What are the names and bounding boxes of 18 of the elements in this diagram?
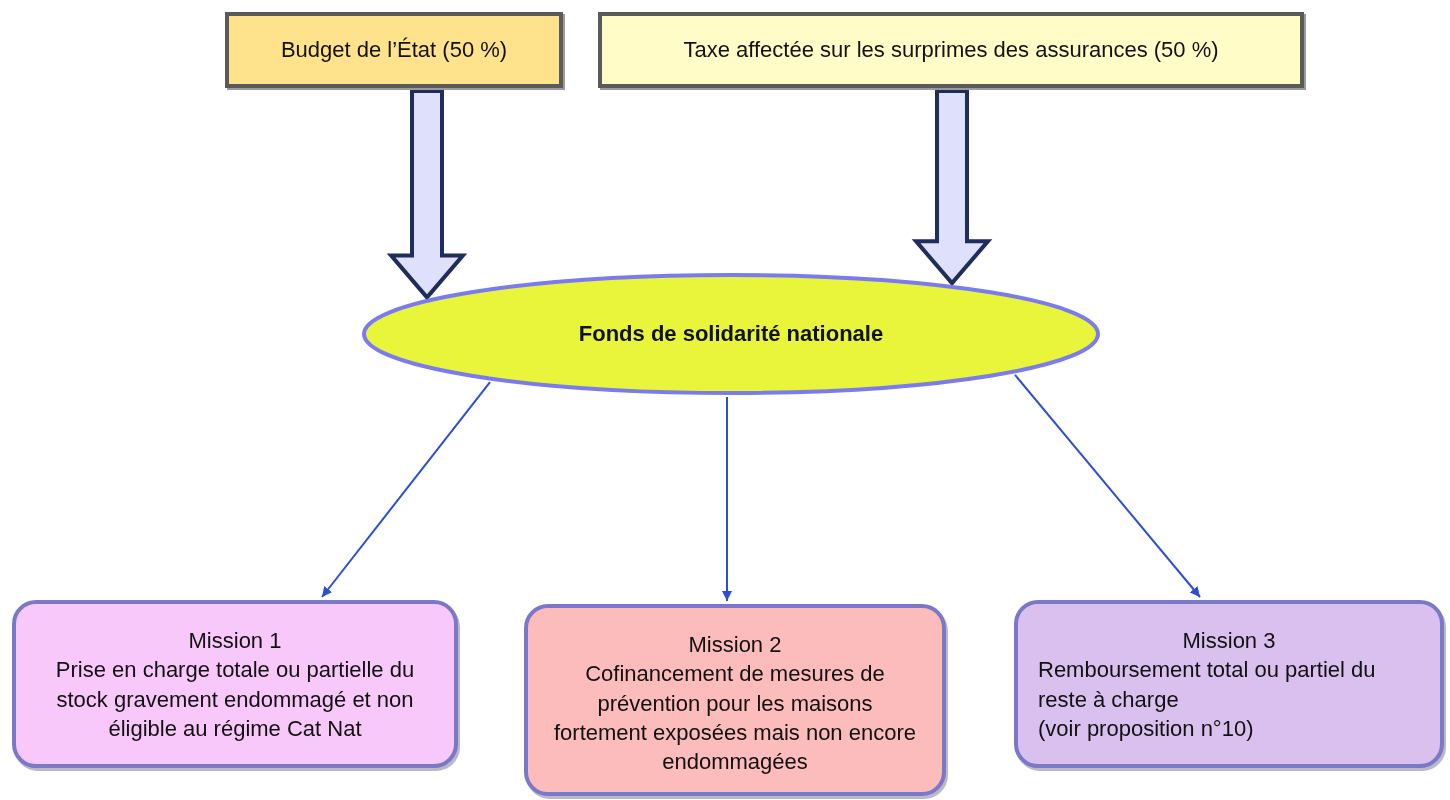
mission-description: Prise en charge totale ou partielle du stock gravement endommagé et non éligible au régime Cat Nat <box>54 656 416 743</box>
funding-source-box: Budget de l’État (50 %) <box>225 12 563 88</box>
arrow <box>1014 373 1201 598</box>
fund-title: Fonds de solidarité nationale <box>578 321 884 347</box>
mission-box <box>1014 600 1444 768</box>
block-arrow <box>911 89 993 287</box>
funding-source-box: Taxe affectée sur les surprimes des assurances (50 %) <box>598 12 1304 88</box>
arrow <box>321 381 491 598</box>
arrow <box>722 396 732 602</box>
block-arrow <box>386 89 468 301</box>
mission-description: Cofinancement de mesures de prévention pour les maisons fortement exposées mais non encore endommagées <box>553 660 917 776</box>
mission-box <box>12 600 458 768</box>
mission-title: Mission 2 <box>688 631 782 659</box>
mission-description: Remboursement total ou partiel du reste à charge <box>1038 656 1377 714</box>
mission-title: Mission 1 <box>188 627 282 655</box>
mission-box <box>524 604 946 796</box>
mission-title: Mission 3 <box>1182 627 1276 655</box>
mission-description: (voir proposition n°10) <box>1038 714 1255 743</box>
